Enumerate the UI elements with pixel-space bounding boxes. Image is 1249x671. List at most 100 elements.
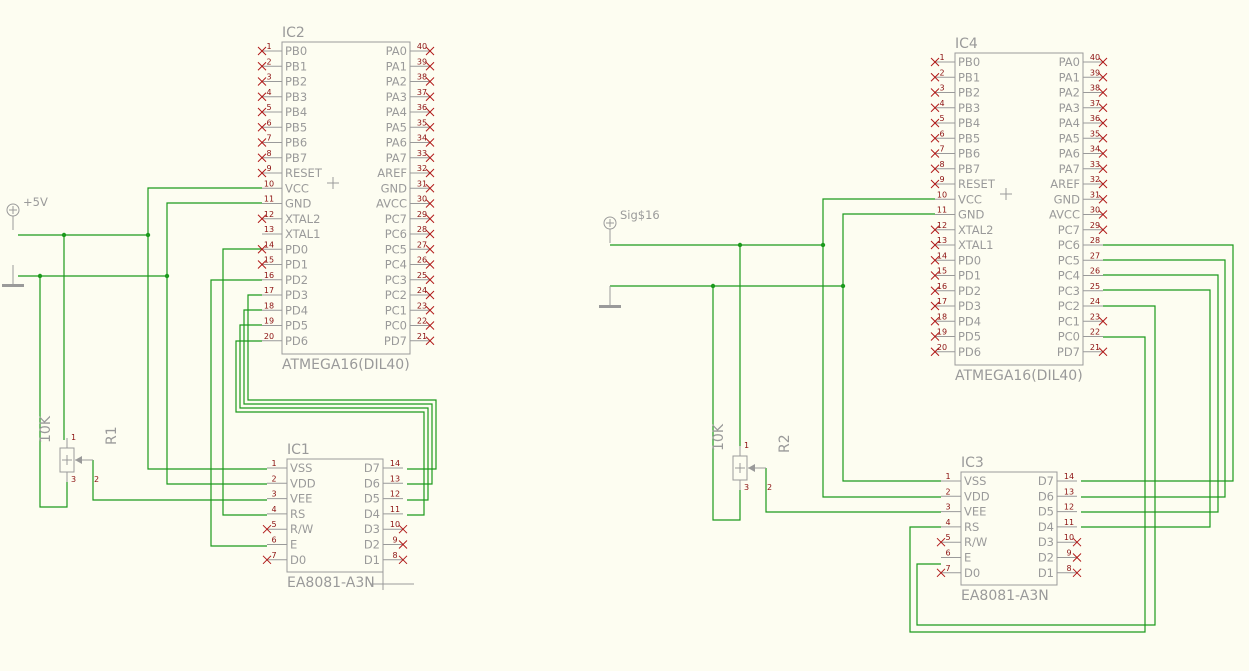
pot-pin1: 1 xyxy=(744,441,749,450)
no-connect-mark xyxy=(930,149,940,158)
mcu-pin-number-left: 2 xyxy=(266,57,271,66)
no-connect-mark xyxy=(425,321,435,330)
lcd-pin-label-left: VDD xyxy=(964,489,990,503)
lcd-pin-label-right: D5 xyxy=(1038,505,1054,519)
mcu-pin-number-left: 3 xyxy=(939,84,944,93)
mcu-pin-label-left: PD0 xyxy=(958,253,981,267)
mcu-pin-number-right: 37 xyxy=(417,88,427,97)
mcu-pin-number-right: 24 xyxy=(1090,297,1100,306)
mcu-pin-label-right: PA6 xyxy=(1059,147,1080,161)
lcd-pin-number-right: 14 xyxy=(390,459,400,468)
lcd-pin-label-left: VEE xyxy=(290,492,312,506)
wire xyxy=(18,202,262,277)
mcu-pin-number-left: 14 xyxy=(937,251,947,260)
lcd-pin-number-right: 14 xyxy=(1064,472,1074,481)
mcu-pin-number-left: 16 xyxy=(264,271,274,280)
no-connect-mark xyxy=(398,524,408,534)
mcu-pin-label-right: PA6 xyxy=(386,136,407,150)
no-connect-mark xyxy=(257,214,267,224)
mcu-pin-number-left: 18 xyxy=(937,312,947,321)
mcu-pin-label-right: PA5 xyxy=(1059,131,1080,145)
mcu-pin-label-left: PD2 xyxy=(958,284,981,298)
mcu-pin-number-left: 2 xyxy=(939,68,944,77)
no-connect-mark xyxy=(1098,210,1108,219)
lcd-pin-label-right: D6 xyxy=(1038,489,1054,503)
mcu-pin-label-left: PB3 xyxy=(958,101,980,115)
mcu-pin-label-right: PC4 xyxy=(385,258,407,272)
lcd-pin-number-left: 5 xyxy=(271,520,276,529)
mcu-pin-label-right: AVCC xyxy=(1049,208,1080,222)
no-connect-mark xyxy=(425,275,435,285)
mcu-pin-label-right: PA0 xyxy=(386,44,407,58)
no-connect-mark xyxy=(1098,149,1108,158)
mcu-pin-number-right: 34 xyxy=(417,134,427,143)
no-connect-mark xyxy=(257,244,267,254)
mcu-pin-label-left: PB6 xyxy=(285,136,307,150)
mcu-pin-number-left: 19 xyxy=(264,317,274,326)
wire xyxy=(1081,259,1226,498)
lcd-pin-number-right: 11 xyxy=(390,505,400,514)
no-connect-mark xyxy=(398,555,408,565)
no-connect-mark xyxy=(425,168,435,178)
no-connect-mark xyxy=(930,225,940,235)
mcu-pin-number-right: 36 xyxy=(1090,114,1100,123)
no-connect-mark xyxy=(936,537,946,547)
mcu-pin-label-left: PD5 xyxy=(958,330,981,344)
wire xyxy=(210,279,267,547)
no-connect-mark xyxy=(425,229,435,239)
lcd-value: EA8081-A3N xyxy=(961,588,1049,604)
mcu-pin-label-right: PC5 xyxy=(385,242,407,256)
no-connect-mark xyxy=(1072,553,1082,562)
mcu-pin-number-right: 38 xyxy=(417,73,427,82)
mcu-pin-number-left: 4 xyxy=(939,99,944,108)
lcd-pin-label-right: D7 xyxy=(364,461,380,475)
no-connect-mark xyxy=(1072,568,1082,578)
mcu-name: IC4 xyxy=(955,36,978,52)
no-connect-mark xyxy=(425,92,435,102)
mcu-pin-number-right: 26 xyxy=(417,256,427,265)
no-connect-mark xyxy=(257,92,267,102)
wire xyxy=(610,213,935,287)
mcu-pin-number-right: 30 xyxy=(417,195,427,204)
mcu-pin-label-left: PD5 xyxy=(285,319,308,333)
lcd-pin-number-left: 5 xyxy=(945,533,950,542)
pot-pin1: 1 xyxy=(71,433,76,442)
no-connect-mark xyxy=(425,290,435,300)
mcu-pin-number-left: 9 xyxy=(266,164,271,173)
lcd-pin-label-left: VSS xyxy=(290,461,312,475)
mcu-pin-number-left: 13 xyxy=(264,225,274,234)
lcd-pin-number-left: 3 xyxy=(271,490,276,499)
mcu-pin-number-right: 34 xyxy=(1090,145,1100,154)
no-connect-mark xyxy=(425,107,435,117)
mcu-pin-label-left: PD4 xyxy=(958,314,981,328)
mcu-pin-label-right: PC3 xyxy=(1058,284,1080,298)
mcu-pin-label-right: PA2 xyxy=(386,75,407,89)
lcd-name: IC3 xyxy=(961,455,984,471)
lcd-pin-number-left: 6 xyxy=(271,536,276,545)
no-connect-mark xyxy=(930,271,940,280)
mcu-pin-number-right: 28 xyxy=(1090,236,1100,245)
mcu-pin-number-right: 32 xyxy=(417,164,427,173)
lcd-pin-number-right: 13 xyxy=(390,474,400,483)
no-connect-mark xyxy=(425,260,435,269)
mcu-pin-label-left: PB4 xyxy=(958,116,980,130)
mcu-body xyxy=(954,52,1084,366)
mcu-pin-label-right: PC7 xyxy=(1058,223,1080,237)
mcu-pin-label-left: PD1 xyxy=(958,269,981,283)
mcu-pin-label-left: GND xyxy=(285,197,312,211)
no-connect-mark xyxy=(1098,103,1108,113)
no-connect-mark xyxy=(425,199,435,208)
mcu-pin-label-left: XTAL1 xyxy=(958,238,993,252)
mcu-pin-number-right: 31 xyxy=(1090,190,1100,199)
mcu-pin-label-left: PD3 xyxy=(958,299,981,313)
mcu-pin-label-right: PA1 xyxy=(1059,70,1080,84)
no-connect-mark xyxy=(930,301,940,311)
mcu-pin-number-left: 17 xyxy=(937,297,947,306)
no-connect-mark xyxy=(257,260,267,269)
mcu-pin-label-left: PD6 xyxy=(958,345,981,359)
lcd-pin-number-right: 11 xyxy=(1064,518,1074,527)
mcu-pin-label-left: PD4 xyxy=(285,303,308,317)
lcd-pin-label-right: D7 xyxy=(1038,474,1054,488)
no-connect-mark xyxy=(425,336,435,346)
